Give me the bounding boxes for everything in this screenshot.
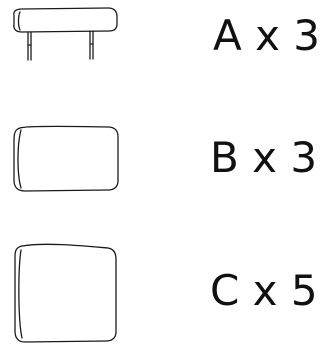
part-a-quantity-label: A x 3: [213, 11, 320, 60]
part-c-quantity-label: C x 5: [210, 266, 318, 315]
headrest-illustration: [13, 7, 118, 61]
part-b-quantity-label: B x 3: [210, 133, 317, 182]
seat-cushion-illustration: [14, 243, 117, 343]
back-cushion-illustration: [13, 125, 119, 192]
